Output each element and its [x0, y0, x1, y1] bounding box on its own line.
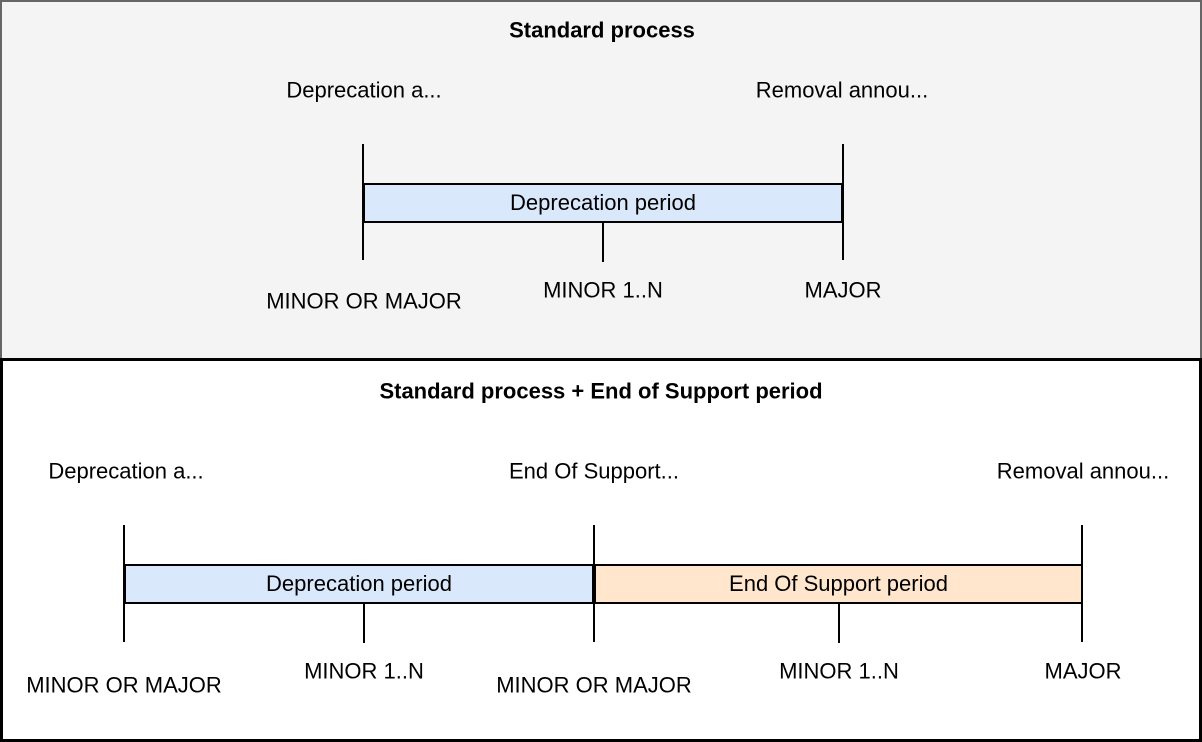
annotation-removal-announcement: Removal annou...: [996, 458, 1170, 484]
milestone-major: MAJOR: [1044, 658, 1122, 684]
milestone-minor-or-major: MINOR OR MAJOR: [266, 288, 462, 314]
bar-label: End Of Support period: [729, 571, 948, 596]
milestone-major: MAJOR: [804, 277, 882, 303]
milestone-minor-1n: MINOR 1..N: [543, 277, 663, 303]
milestone-minor-1n-1: MINOR 1..N: [304, 658, 424, 684]
panel-title: Standard process: [509, 17, 695, 43]
panel-standard-process-eos: Standard process + End of Support period…: [0, 358, 1202, 742]
bar-deprecation-period: Deprecation period: [124, 564, 594, 604]
annotation-removal-announcement: Removal annou...: [755, 77, 929, 103]
milestone-minor-1n-2: MINOR 1..N: [779, 658, 899, 684]
panel-title: Standard process + End of Support period: [379, 378, 823, 404]
tick-mark-minor-1: [363, 604, 365, 643]
tick-mark-end: [842, 144, 844, 260]
bar-label: Deprecation period: [510, 190, 696, 215]
annotation-end-of-support: End Of Support...: [509, 458, 679, 484]
tick-mark-middle: [602, 223, 604, 262]
annotation-deprecation-announcement: Deprecation a...: [48, 458, 204, 484]
bar-label: Deprecation period: [266, 571, 452, 596]
panel-standard-process: Standard process Deprecation a... Remova…: [0, 0, 1202, 358]
bar-deprecation-period: Deprecation period: [363, 183, 843, 223]
milestone-minor-or-major-2: MINOR OR MAJOR: [496, 672, 692, 698]
annotation-deprecation-announcement: Deprecation a...: [286, 77, 442, 103]
milestone-minor-or-major-1: MINOR OR MAJOR: [26, 672, 222, 698]
tick-mark-minor-2: [838, 604, 840, 643]
bar-end-of-support-period: End Of Support period: [594, 564, 1083, 604]
